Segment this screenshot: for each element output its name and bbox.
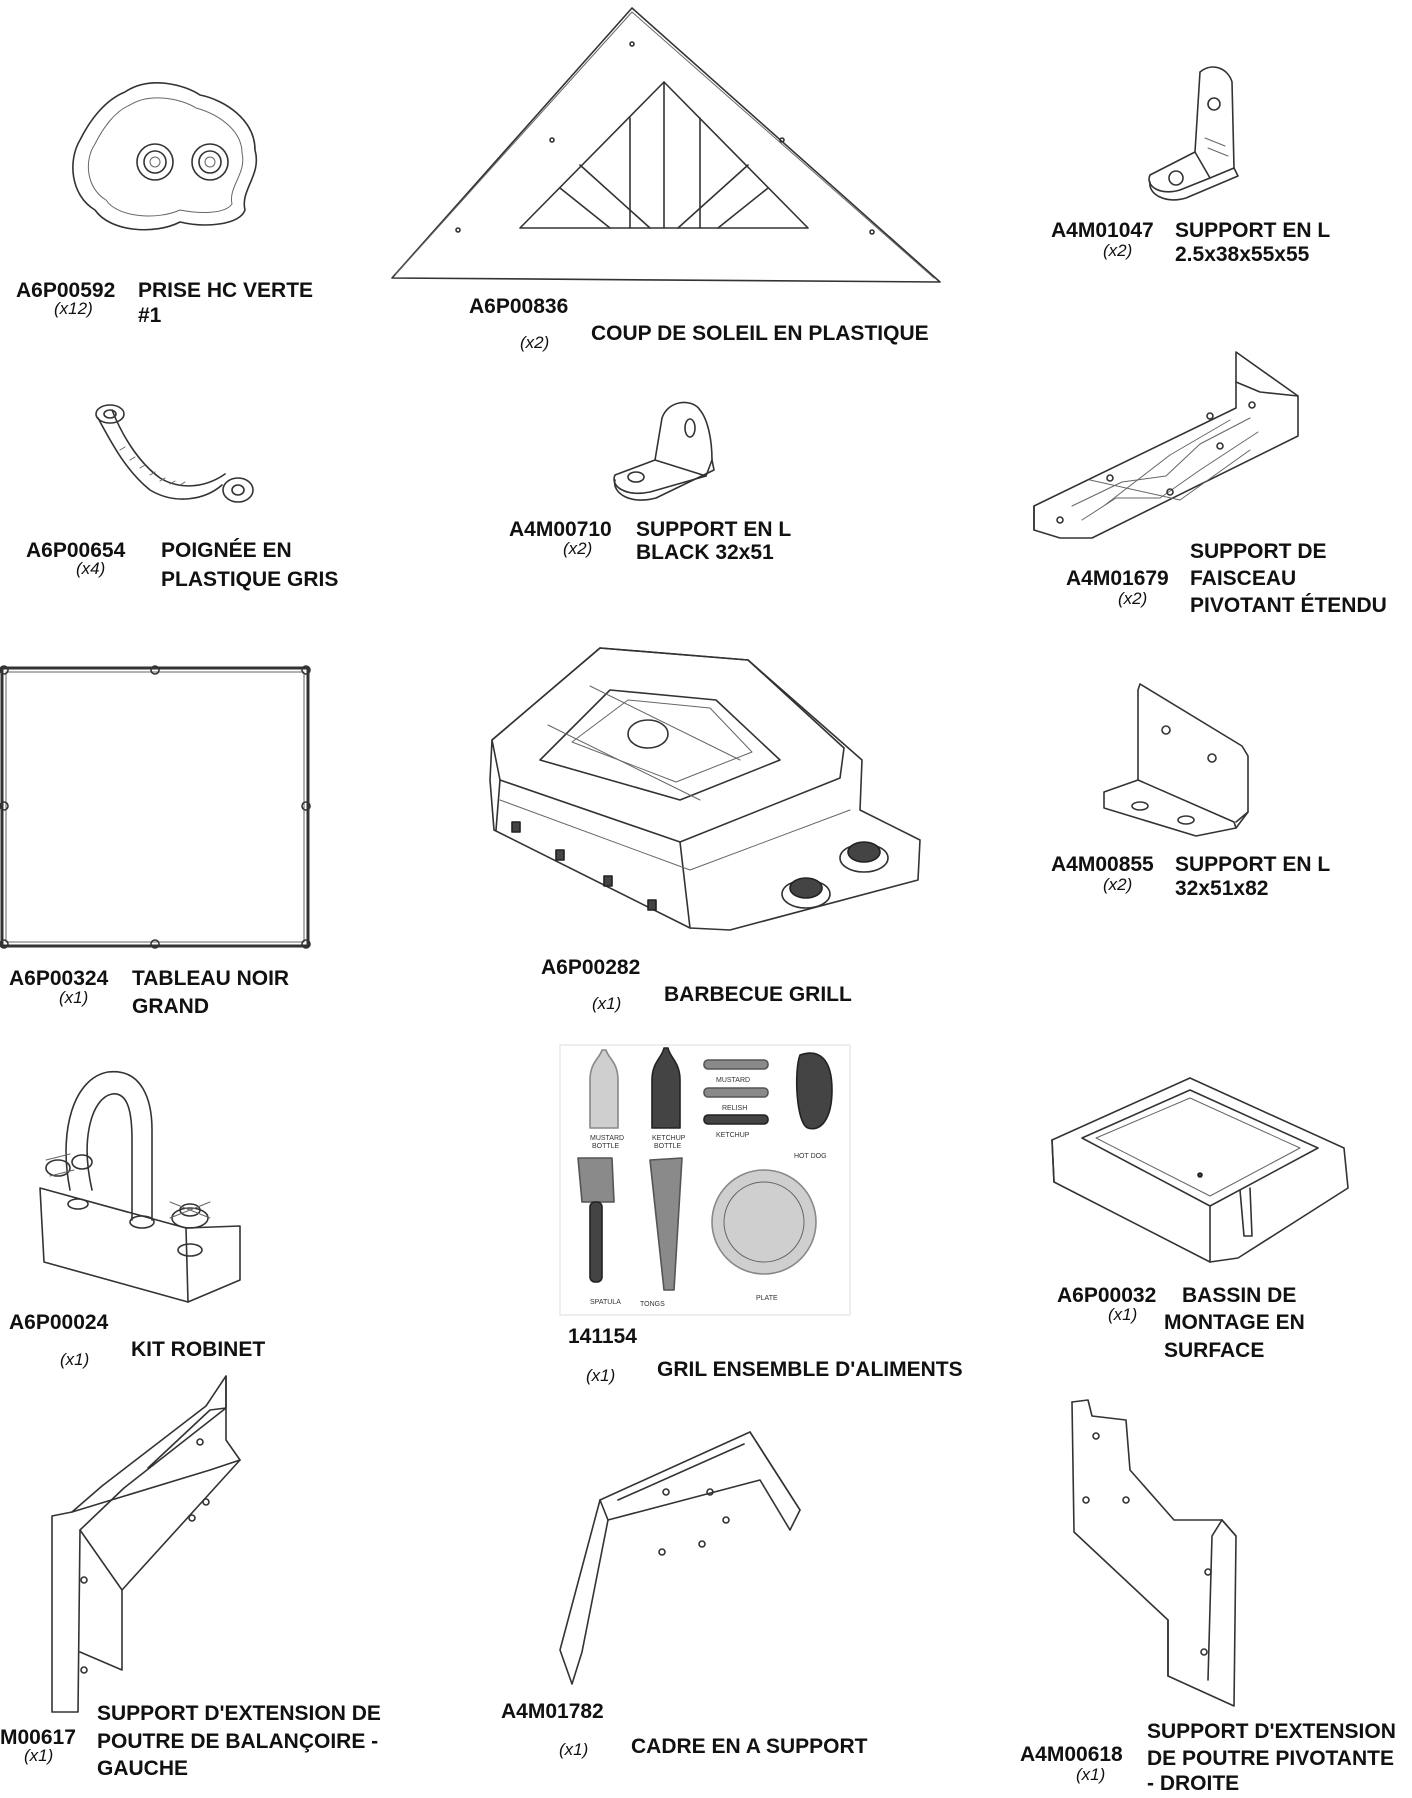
food-label-ketchup-bottle-2: BOTTLE [654,1143,682,1150]
part-name: BLACK 32x51 [636,541,774,564]
a-frame-bracket-drawing [559,1431,801,1685]
part-quantity: (x2) [520,333,550,352]
food-label-ketchup-bottle-1: KETCHUP [652,1135,686,1142]
part-name: SUPPORT EN L [1175,219,1331,242]
part-quantity: (x1) [1076,1765,1106,1784]
part-name: #1 [138,304,162,327]
part-name: SURFACE [1164,1339,1265,1362]
part-name: SUPPORT DE [1190,540,1327,563]
part-code: A6P00024 [9,1311,109,1334]
part-quantity: (x1) [59,988,89,1007]
part-name: KIT ROBINET [131,1338,266,1361]
sunburst-triangle-drawing [391,7,941,283]
part-quantity: (x1) [60,1350,90,1369]
part-code: A4M00855 [1051,853,1154,876]
part-name: POUTRE DE BALANÇOIRE - [97,1730,379,1753]
part-quantity: (x2) [563,539,593,558]
part-quantity: (x2) [1118,589,1148,608]
climbing-hold-drawing [72,82,258,231]
part-name: DE POUTRE PIVOTANTE [1147,1747,1394,1770]
plastic-handle-drawing [95,404,254,503]
part-code: A6P00592 [16,279,116,302]
swivel-beam-bracket-drawing [1033,351,1299,539]
part-quantity: (x1) [586,1366,616,1385]
swing-beam-bracket-left-drawing [51,1375,241,1713]
part-name: BASSIN DE [1182,1284,1297,1307]
part-code: A6P00032 [1057,1284,1157,1307]
part-name: POIGNÉE EN [161,539,292,562]
part-code: A4M01782 [501,1700,604,1723]
part-name: CADRE EN A SUPPORT [631,1735,868,1758]
part-name: GAUCHE [97,1757,189,1780]
part-code: A4M00618 [1020,1743,1123,1766]
part-code: A6P00282 [541,956,641,979]
part-name: - DROITE [1147,1772,1240,1795]
part-code: A6P00324 [9,967,109,990]
part-name: 32x51x82 [1175,877,1269,900]
part-quantity: (x2) [1103,241,1133,260]
food-label-hot-dog: HOT DOG [794,1153,827,1160]
chalkboard-drawing [0,665,311,949]
part-quantity: (x1) [24,1746,54,1765]
part-quantity: (x4) [76,559,106,578]
part-name: GRAND [132,995,209,1018]
part-name: COUP DE SOLEIL EN PLASTIQUE [591,322,929,345]
part-name: SUPPORT D'EXTENSION DE [97,1702,381,1725]
part-name: BARBECUE GRILL [664,983,852,1006]
part-code: A6P00654 [26,539,126,562]
surface-mount-basin-drawing [1051,1077,1349,1263]
part-name: GRIL ENSEMBLE D'ALIMENTS [657,1358,963,1381]
part-name: 2.5x38x55x55 [1175,243,1310,266]
food-label-spatula: SPATULA [590,1299,621,1306]
part-quantity: (x1) [559,1740,589,1759]
food-set-drawing: MUSTARD BOTTLE KETCHUP BOTTLE MUSTARD RE… [559,1044,851,1316]
part-name: PRISE HC VERTE [138,279,314,302]
part-name: SUPPORT EN L [636,518,792,541]
l-bracket-drawing [1148,66,1239,201]
food-label-mustard-bottle-2: BOTTLE [592,1143,620,1150]
faucet-kit-drawing [39,1071,241,1303]
part-quantity: (x2) [1103,875,1133,894]
part-code: A4M00710 [509,518,612,541]
part-name: PLASTIQUE GRIS [161,568,339,591]
part-name: TABLEAU NOIR [132,967,290,990]
barbecue-grill-drawing [489,647,921,931]
part-code: 141154 [568,1325,637,1348]
part-quantity: (x1) [1108,1305,1138,1324]
food-label-mustard: MUSTARD [716,1077,750,1084]
part-code: A4M01047 [1051,219,1154,242]
food-label-tongs: TONGS [640,1301,665,1308]
l-bracket-black-drawing [613,401,715,501]
part-code: A6P00836 [469,295,569,318]
l-bracket-82-drawing [1103,683,1249,837]
food-label-relish: RELISH [722,1105,747,1112]
part-quantity: (x12) [54,299,93,318]
part-name: SUPPORT EN L [1175,853,1331,876]
food-label-mustard-bottle-1: MUSTARD [590,1135,624,1142]
part-name: SUPPORT D'EXTENSION [1147,1720,1396,1743]
food-label-ketchup: KETCHUP [716,1132,750,1139]
part-code: A4M01679 [1066,567,1169,590]
part-quantity: (x1) [592,994,622,1013]
part-name: FAISCEAU [1190,567,1297,590]
part-code: M00617 [0,1726,76,1749]
swivel-beam-bracket-right-drawing [1071,1399,1237,1707]
part-name: PIVOTANT ÉTENDU [1190,594,1387,617]
food-label-plate: PLATE [756,1295,778,1302]
part-name: MONTAGE EN [1164,1311,1305,1334]
